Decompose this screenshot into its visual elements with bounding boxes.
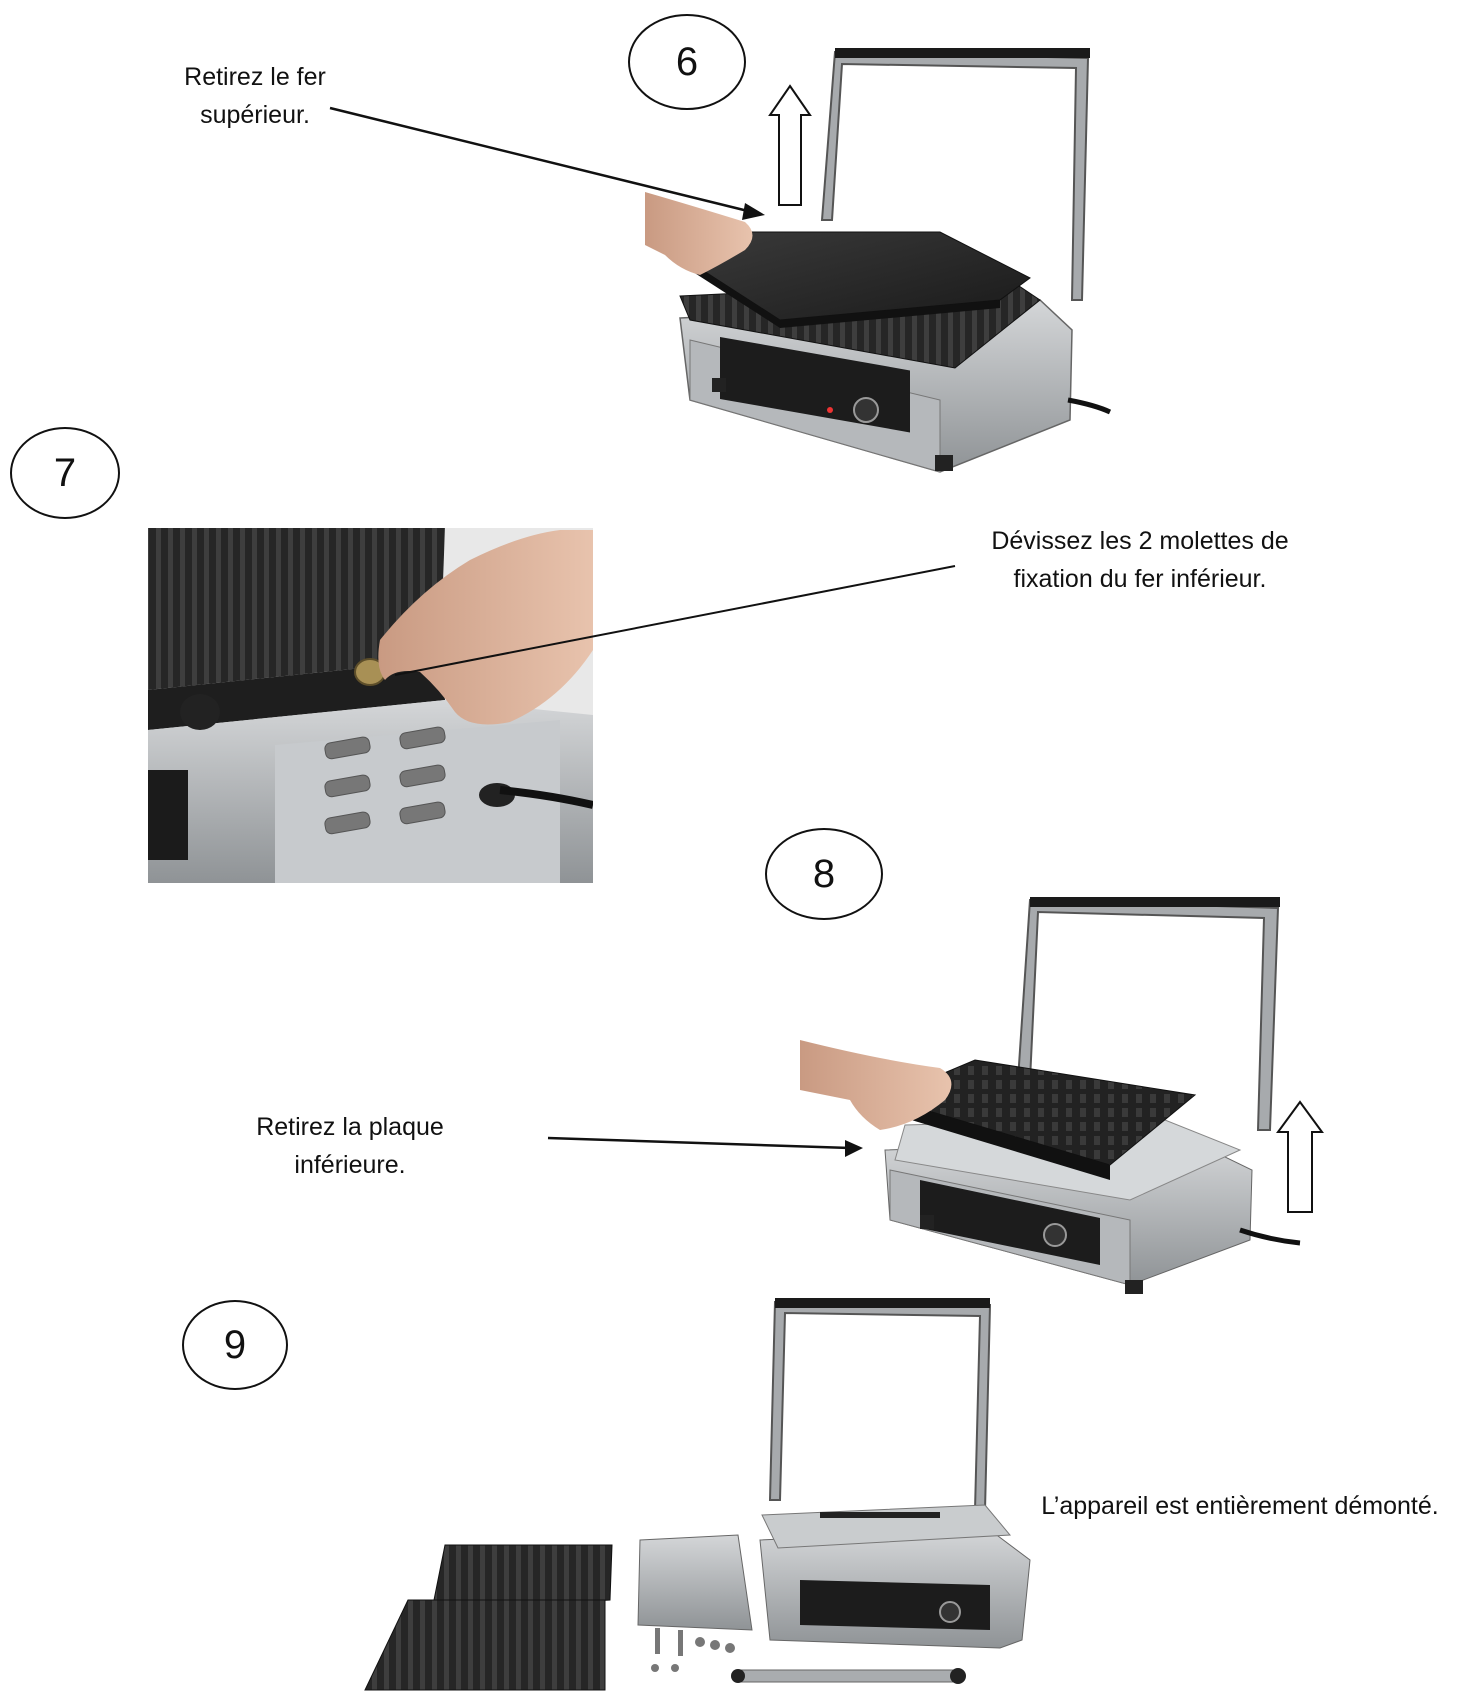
- up-arrow-icon: [1276, 1100, 1324, 1213]
- step-8-illustration: [800, 897, 1301, 1294]
- pointer-arrow-icon: [329, 106, 765, 220]
- step-6-caption: Retirez le fer supérieur.: [130, 58, 380, 134]
- step-7-caption-line-2: fixation du fer inférieur.: [1013, 565, 1267, 593]
- step-8-caption-line-1: Retirez la plaque: [256, 1113, 444, 1141]
- step-8-number: 8: [765, 828, 883, 920]
- step-7-caption: Dévissez les 2 molettes de fixation du f…: [960, 522, 1320, 598]
- step-7-pointer-line: [394, 565, 956, 676]
- step-7-illustration: [148, 528, 593, 883]
- pointer-arrow-icon: [547, 1136, 863, 1157]
- step-9-illustration: [364, 1298, 1031, 1691]
- step-9-number: 9: [182, 1300, 288, 1390]
- step-6-caption-line-1: Retirez le fer: [184, 63, 326, 91]
- step-9-caption: L’appareil est entièrement démonté.: [1010, 1487, 1470, 1525]
- step-6-illustration: [645, 48, 1112, 473]
- step-8-caption-line-2: inférieure.: [294, 1151, 406, 1179]
- up-arrow-icon: [768, 84, 812, 206]
- step-6-number: 6: [628, 14, 746, 110]
- step-7-number: 7: [10, 427, 120, 519]
- step-8-caption: Retirez la plaque inférieure.: [220, 1108, 480, 1184]
- step-9-caption-line-1: L’appareil est entièrement démonté.: [1041, 1492, 1439, 1520]
- step-7-caption-line-1: Dévissez les 2 molettes de: [991, 527, 1289, 555]
- step-6-caption-line-2: supérieur.: [200, 101, 310, 129]
